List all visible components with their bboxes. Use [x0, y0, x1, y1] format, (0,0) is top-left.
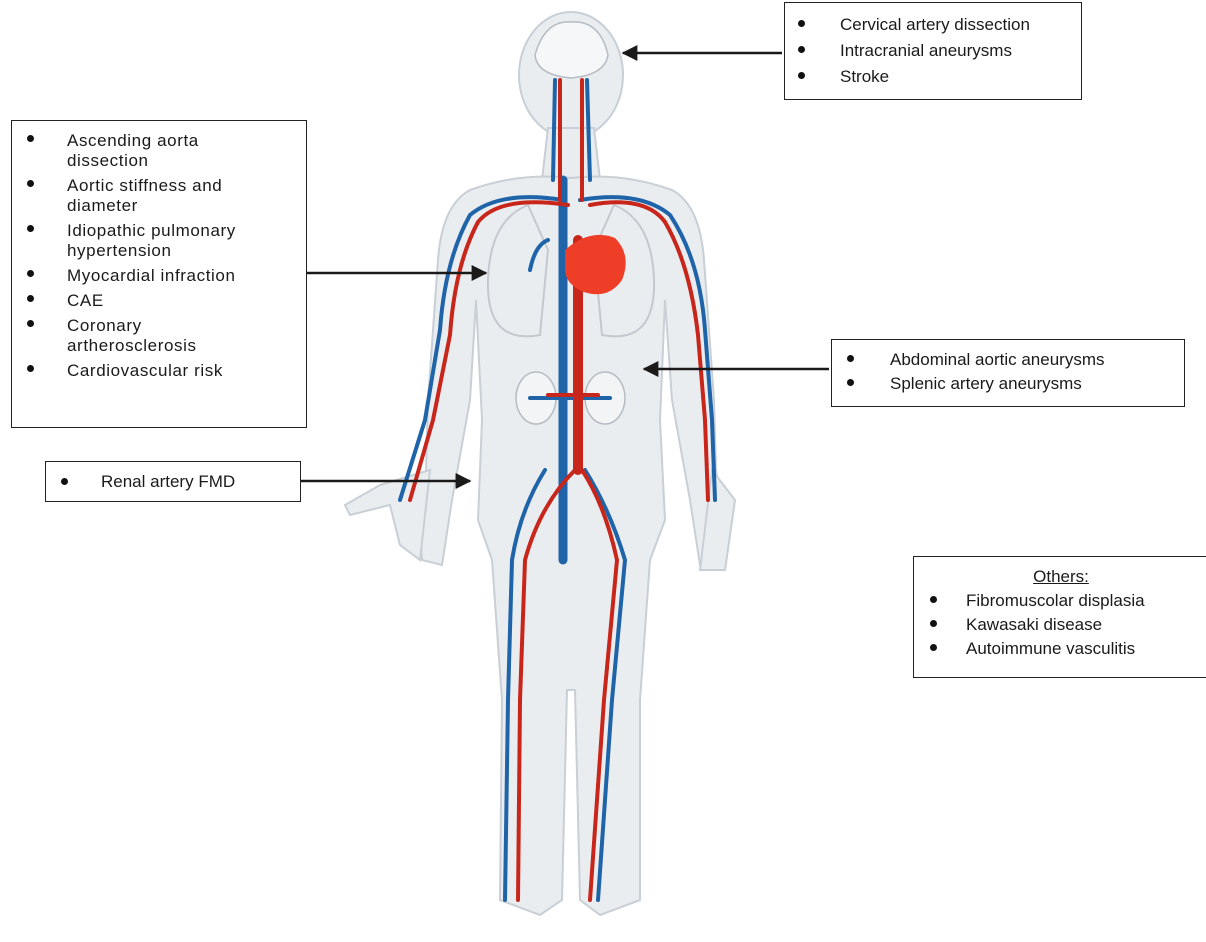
condition-item: Fibromuscolar displasia [966, 591, 1206, 615]
condition-item: Abdominal aortic aneurysms [890, 350, 1184, 374]
condition-item: Stroke [840, 67, 1081, 93]
condition-item: Ascending aorta dissection [67, 131, 227, 171]
renal-conditions-box: Renal artery FMD [45, 461, 301, 502]
condition-item: Cardiovascular risk [67, 361, 306, 381]
condition-item: CAE [67, 291, 306, 311]
abdominal-conditions-box: Abdominal aortic aneurysms Splenic arter… [831, 339, 1185, 407]
condition-item: Renal artery FMD [101, 472, 300, 492]
heart-shape [565, 235, 626, 294]
condition-item: Splenic artery aneurysms [890, 374, 1184, 398]
condition-item: Coronary artherosclerosis [67, 316, 237, 356]
condition-item: Kawasaki disease [966, 615, 1206, 639]
cardiothoracic-conditions-box: Ascending aorta dissection Aortic stiffn… [11, 120, 307, 428]
condition-item: Idiopathic pulmonary hypertension [67, 221, 267, 261]
others-heading: Others: [914, 567, 1206, 591]
brain-conditions-box: Cervical artery dissection Intracranial … [784, 2, 1082, 100]
condition-item: Intracranial aneurysms [840, 41, 1081, 67]
condition-item: Cervical artery dissection [840, 15, 1081, 41]
body-silhouette [345, 12, 735, 915]
condition-item: Autoimmune vasculitis [966, 639, 1206, 663]
condition-item: Aortic stiffness and diameter [67, 176, 252, 216]
condition-item: Myocardial infraction [67, 266, 306, 286]
other-conditions-box: Others: Fibromuscolar displasia Kawasaki… [913, 556, 1206, 678]
